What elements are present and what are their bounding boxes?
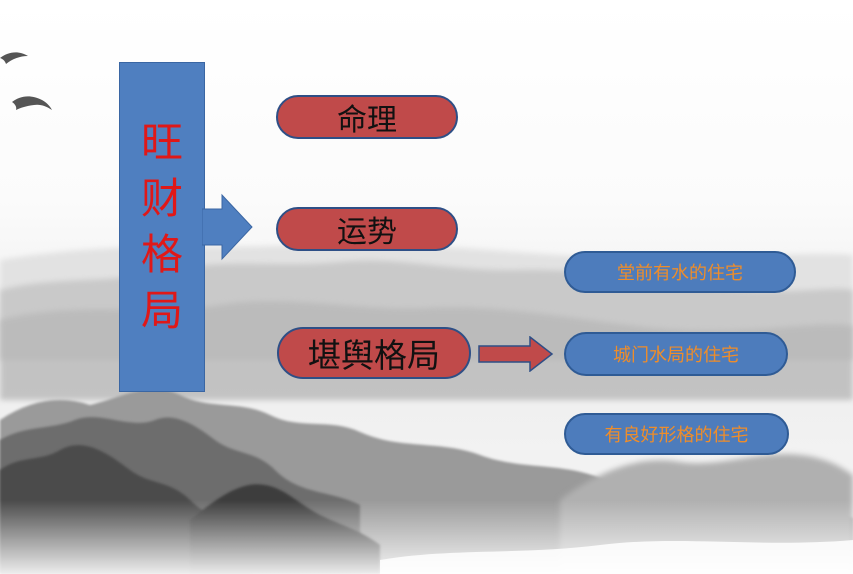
branch-kanyu-geju: 堪舆格局 [277, 327, 471, 379]
arrow-right-icon [478, 336, 554, 372]
sub-item-label: 堂前有水的住宅 [617, 263, 743, 284]
branch-label: 运势 [337, 215, 397, 250]
sub-item-label: 城门水局的住宅 [613, 345, 739, 366]
sub-item-good-shape: 有良好形格的住宅 [564, 413, 789, 455]
main-topic-label: 旺财格局 [140, 118, 183, 335]
branch-label: 堪舆格局 [308, 336, 440, 375]
main-topic-box: 旺财格局 [119, 62, 205, 392]
sub-item-city-gate: 城门水局的住宅 [564, 332, 788, 376]
sub-item-label: 有良好形格的住宅 [604, 425, 749, 446]
branch-yunshi: 运势 [276, 207, 458, 251]
branch-label: 命理 [337, 103, 397, 138]
sub-item-water-front: 堂前有水的住宅 [564, 251, 796, 293]
branch-mingli: 命理 [276, 95, 458, 139]
arrow-right-icon [202, 193, 253, 261]
bird-icon [0, 52, 52, 110]
